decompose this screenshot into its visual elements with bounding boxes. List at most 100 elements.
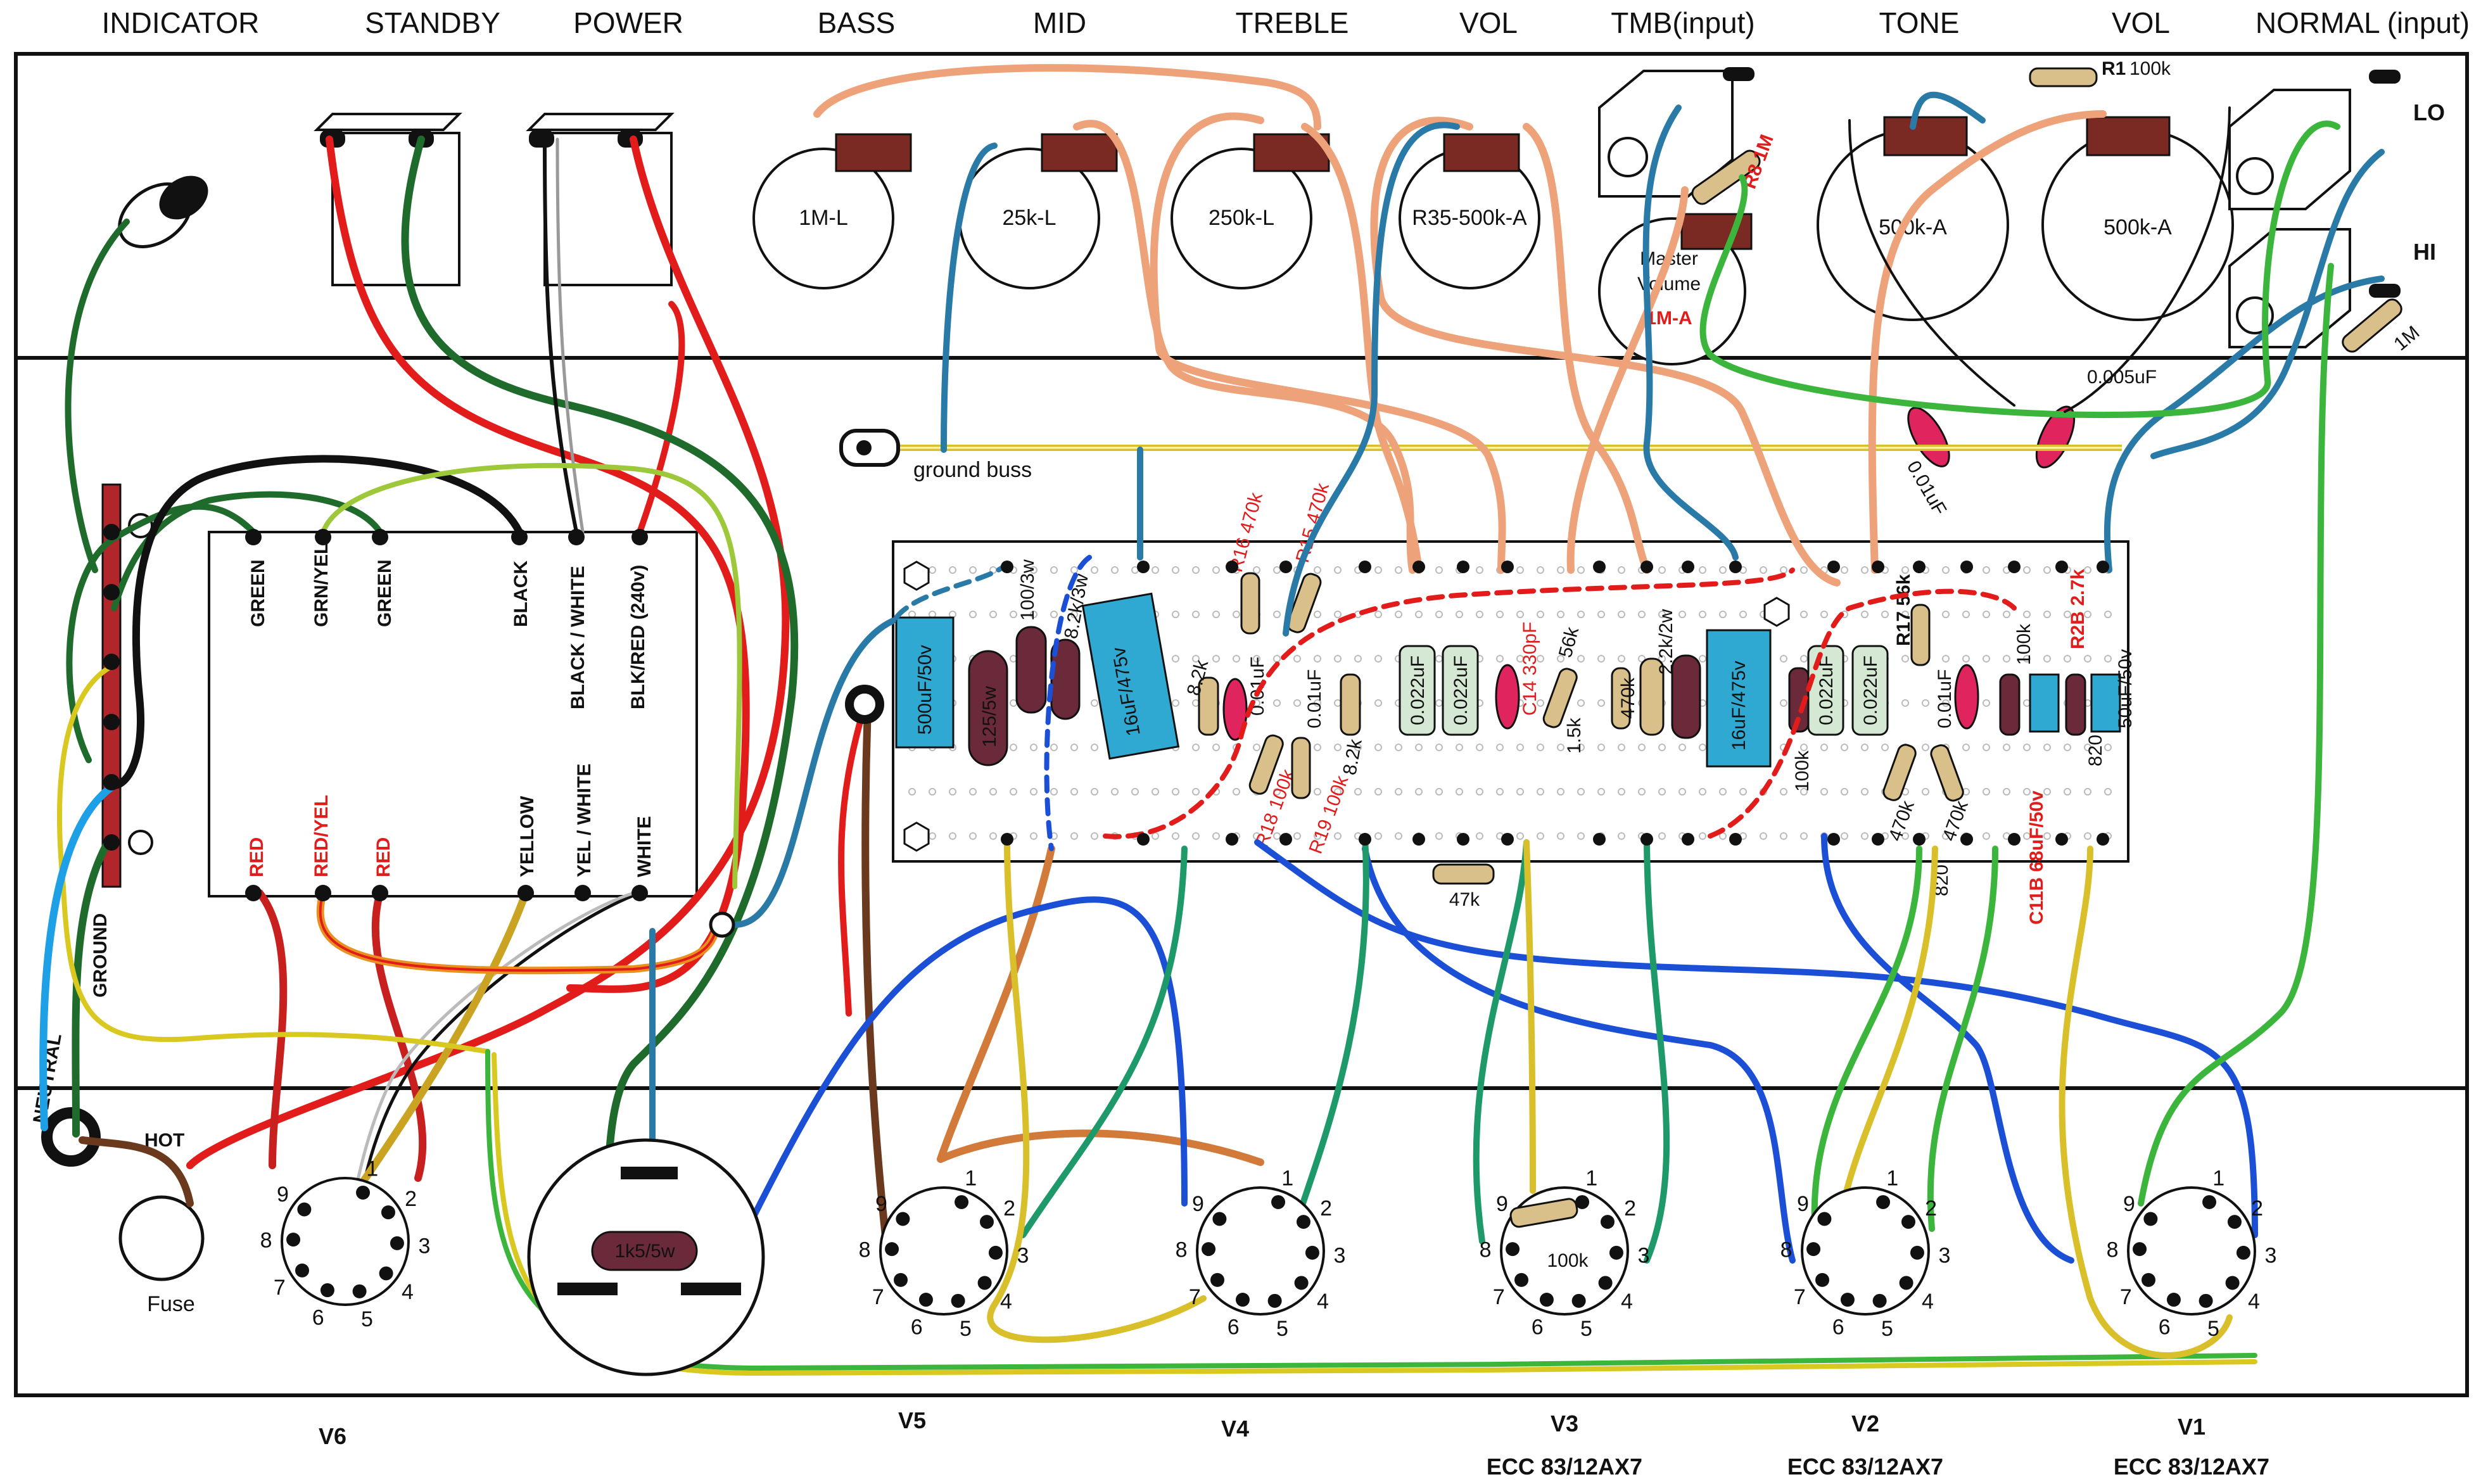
board-hole <box>929 566 936 574</box>
board-hole <box>1496 744 1504 751</box>
pot-master-value: 1M-A <box>1646 308 1692 329</box>
board-hole <box>1334 744 1342 751</box>
board-hole <box>1537 611 1544 618</box>
res-r18 <box>1248 734 1284 795</box>
cap-c14 <box>1495 664 1520 730</box>
board-hole <box>1050 611 1058 618</box>
header-tmb-input: TMB(input) <box>1611 6 1754 39</box>
board-hole <box>1780 832 1787 840</box>
socket-v3-pin-number: 2 <box>1624 1196 1636 1221</box>
socket-v4-pin <box>1267 1293 1282 1308</box>
pot-treble-value: 250k-L <box>1209 206 1274 230</box>
board-hole <box>1010 744 1017 751</box>
board-hole <box>1638 611 1646 618</box>
board-hole <box>989 611 997 618</box>
board-hole <box>1658 566 1666 574</box>
board-hole <box>2043 788 2051 796</box>
socket-v6-pin <box>390 1236 404 1250</box>
socket-v5-pin-number: 4 <box>1000 1290 1012 1314</box>
board-hole <box>2104 744 2112 751</box>
pt-bot-yel-white: YEL / WHITE <box>574 764 595 877</box>
board-hole <box>1780 566 1787 574</box>
wire-orange-v5-v4 <box>937 1129 1264 1166</box>
tube-labels: V6 V5 V4 V3 ECC 83/12AX7 V2 ECC 83/12AX7… <box>319 1407 2269 1480</box>
fuse-label: Fuse <box>147 1292 195 1316</box>
board-hole <box>989 788 997 796</box>
turret-bottom <box>1137 833 1150 846</box>
header-tone: TONE <box>1879 6 1960 39</box>
socket-v1-pin-number: 4 <box>2248 1290 2260 1314</box>
board-hole <box>1253 832 1260 840</box>
pot-master-volume: Master Volume 1M-A <box>1598 213 1753 365</box>
wire-orange-bass-treble <box>813 64 1321 130</box>
board-hole <box>2084 744 2091 751</box>
wire-green-normal <box>1699 120 2340 419</box>
wire-orange-tone <box>1868 110 2107 574</box>
board-hole <box>1374 832 1382 840</box>
board-hole <box>1131 788 1139 796</box>
standby-switch-top <box>314 113 462 131</box>
board-hole <box>1435 566 1443 574</box>
pot-tone-value: 500k-A <box>1879 215 1947 239</box>
board-hole <box>1516 566 1524 574</box>
jack-label-hi: HI <box>2413 239 2436 265</box>
socket-v6-pin-number: 9 <box>277 1183 289 1207</box>
turret-top <box>1640 561 1653 573</box>
socket-v3-pin-number: 7 <box>1493 1285 1505 1309</box>
board-hole <box>1678 744 1686 751</box>
board-hole <box>2064 788 2071 796</box>
wiring <box>39 64 2385 1376</box>
board-hole <box>2043 655 2051 663</box>
res-125-5w-label: 125/5w <box>979 686 1000 747</box>
board-hole <box>1253 655 1260 663</box>
wire-yellow-v3 <box>1523 839 1536 1194</box>
board-hole <box>1415 788 1423 796</box>
socket-v2-pin-number: 7 <box>1794 1285 1806 1309</box>
board-hole <box>1192 566 1200 574</box>
res-r2b-label: R2B 2.7k <box>2067 569 2088 649</box>
board-hole <box>1942 566 1950 574</box>
socket-v1-pin <box>2225 1276 2240 1290</box>
turret-bottom <box>1960 833 1973 846</box>
socket-v2-pin-number: 1 <box>1886 1167 1898 1191</box>
board-hole <box>1962 655 1970 663</box>
board-hole <box>1942 655 1950 663</box>
socket-v2-pin <box>1901 1215 1915 1229</box>
board-hole <box>1091 832 1098 840</box>
board-mount-nut-2 <box>903 821 930 852</box>
board-hole <box>2043 744 2051 751</box>
res-470k-b <box>1882 744 1917 801</box>
tube-label-v4: V4 <box>1221 1416 1249 1442</box>
board-hole <box>1719 566 1727 574</box>
board-hole <box>1172 699 1179 707</box>
socket-v1-pin <box>2142 1272 2156 1287</box>
socket-v4-pin-number: 5 <box>1276 1317 1288 1341</box>
board-hole <box>1435 832 1443 840</box>
tube-label-v2-type: ECC 83/12AX7 <box>1787 1454 1943 1480</box>
socket-v6-pin-number: 6 <box>312 1305 324 1329</box>
board-hole <box>1091 699 1098 707</box>
board-hole <box>1293 699 1301 707</box>
wire-heater-twist-bottom-b <box>492 1052 2257 1376</box>
board-hole <box>2043 611 2051 618</box>
board-hole <box>1719 832 1727 840</box>
transformer-lead-pin <box>245 885 262 901</box>
pot-bass-case <box>835 133 912 172</box>
board-hole <box>1476 832 1483 840</box>
board-hole <box>1881 611 1889 618</box>
board-hole <box>1152 788 1159 796</box>
fuse-holder-body <box>118 1195 205 1281</box>
wire-red-yellow-inner <box>319 892 717 972</box>
board-hole <box>2064 611 2071 618</box>
board-hole <box>2043 566 2051 574</box>
turret-bottom <box>1593 833 1606 846</box>
board-hole <box>1152 832 1159 840</box>
board-hole <box>1374 655 1382 663</box>
pot-treble-body <box>1171 148 1312 289</box>
turret-bottom <box>2097 833 2109 846</box>
wire-green-indicator <box>65 219 130 573</box>
socket-v6-pin <box>356 1185 371 1200</box>
socket-v1-pin-number: 7 <box>2120 1285 2132 1309</box>
transformer-lead-pin <box>315 885 331 901</box>
cap-500uf <box>895 616 955 749</box>
